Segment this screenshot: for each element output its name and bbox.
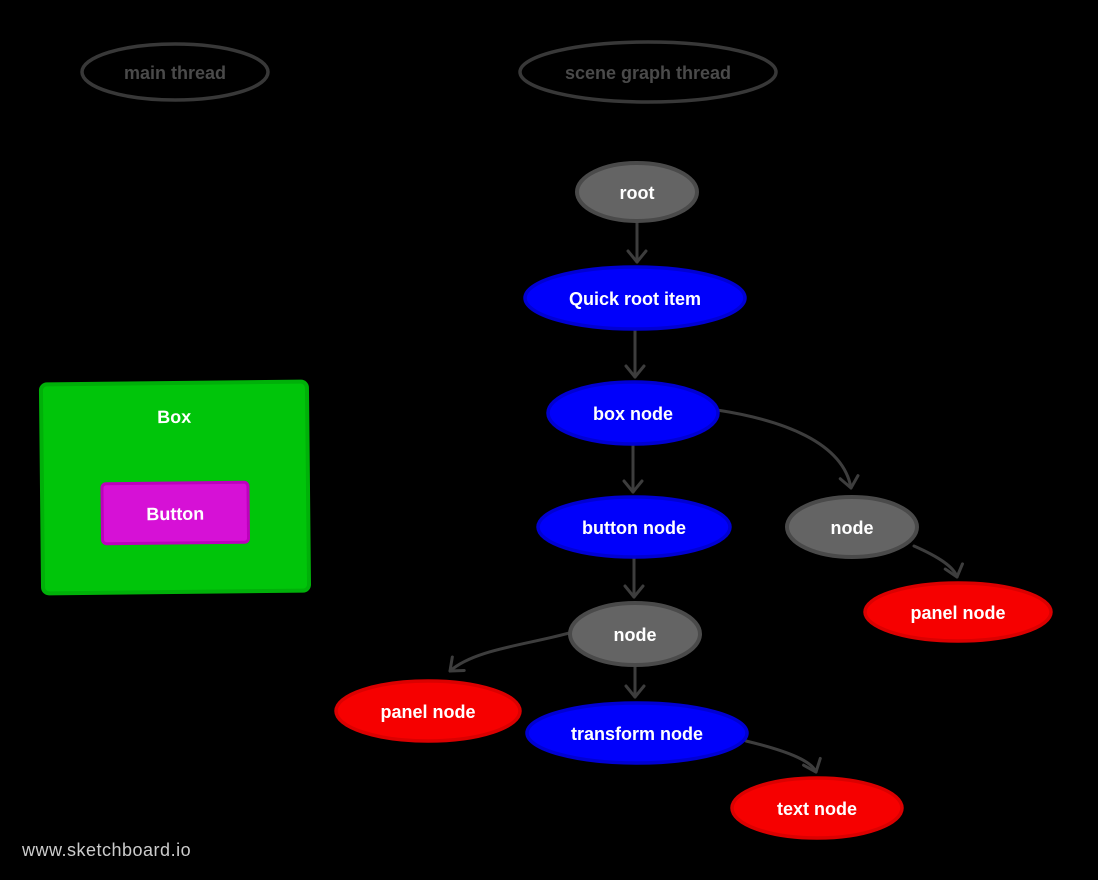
scene-graph-thread-ellipse[interactable] (518, 40, 778, 104)
node-root-label: root (620, 183, 655, 203)
node-box-node-label: box node (593, 404, 673, 424)
node-box-node[interactable]: box node (546, 380, 720, 446)
node-root-shape[interactable] (575, 161, 699, 223)
node-transform-node[interactable]: transform node (525, 701, 749, 765)
node-quick-root-item-label: Quick root item (569, 289, 701, 309)
node-panel-node-left[interactable]: panel node (334, 679, 522, 743)
ui-box-label: Box (157, 407, 191, 427)
node-panel-node-right-label: panel node (910, 603, 1005, 623)
edge-node-right-to-panel-node-right[interactable] (912, 544, 964, 579)
node-text-node-shape[interactable] (730, 776, 904, 840)
edge-box-node-to-node-right[interactable] (715, 408, 860, 490)
main-thread-ellipse[interactable] (80, 42, 270, 102)
node-transform-node-shape[interactable] (525, 701, 749, 765)
node-panel-node-right[interactable]: panel node (863, 581, 1053, 643)
node-box-node-shape[interactable] (546, 380, 720, 446)
node-node-right-label: node (831, 518, 874, 538)
node-transform-node-label: transform node (571, 724, 703, 744)
node-root[interactable]: root (575, 161, 699, 223)
node-node-mid-shape[interactable] (568, 601, 702, 667)
main-thread-label: main thread (124, 63, 226, 83)
node-node-mid[interactable]: node (568, 601, 702, 667)
scene-graph-thread-group[interactable]: scene graph thread (518, 40, 778, 104)
node-node-right[interactable]: node (785, 495, 919, 559)
node-node-right-shape[interactable] (785, 495, 919, 559)
node-text-node[interactable]: text node (730, 776, 904, 840)
node-button-node-label: button node (582, 518, 686, 538)
main-thread-group[interactable]: main thread (80, 42, 270, 102)
ui-button-rect[interactable] (100, 480, 251, 546)
node-panel-node-left-label: panel node (380, 702, 475, 722)
edge-transform-node-to-text-node[interactable] (744, 739, 822, 774)
ui-button-label: Button (146, 504, 204, 525)
node-node-mid-label: node (614, 625, 657, 645)
node-quick-root-item-shape[interactable] (523, 265, 747, 331)
ui-box-group[interactable]: Box Button (38, 379, 312, 596)
node-button-node-shape[interactable] (536, 495, 732, 559)
node-quick-root-item[interactable]: Quick root item (523, 265, 747, 331)
edge-node-mid-to-panel-node-left[interactable] (448, 630, 575, 673)
node-button-node[interactable]: button node (536, 495, 732, 559)
node-text-node-label: text node (777, 799, 857, 819)
scene-graph-thread-label: scene graph thread (565, 63, 731, 83)
node-panel-node-left-shape[interactable] (334, 679, 522, 743)
sketchboard-watermark-link[interactable]: www.sketchboard.io (21, 840, 191, 860)
node-panel-node-right-shape[interactable] (863, 581, 1053, 643)
